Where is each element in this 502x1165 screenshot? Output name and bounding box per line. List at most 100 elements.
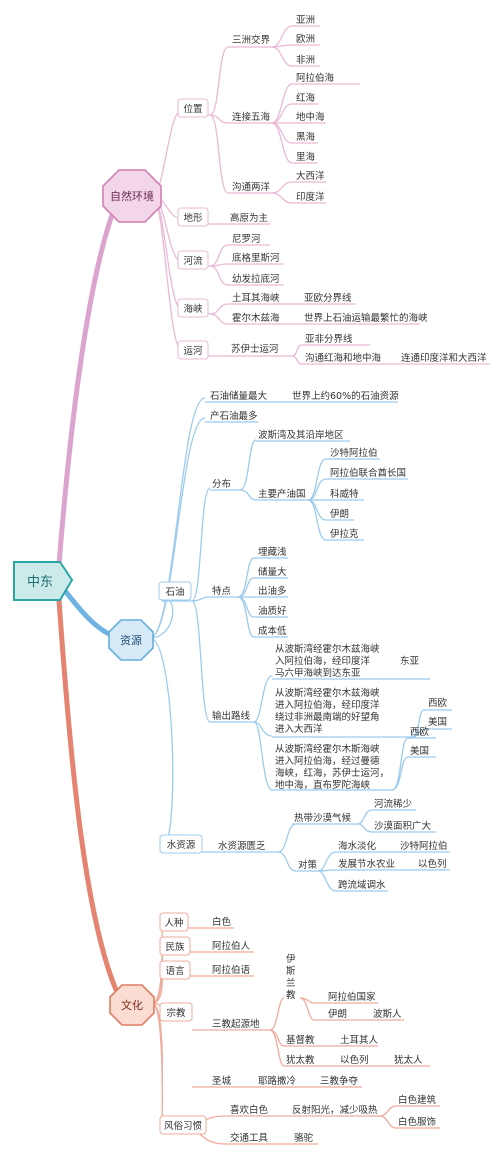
node-白色[interactable]: 白色 xyxy=(212,916,232,928)
node-伊朗-culture[interactable]: 伊朗 xyxy=(328,1008,347,1020)
node-西欧-a[interactable]: 西欧 xyxy=(428,697,448,709)
node-耶路撒冷[interactable]: 耶路撒冷 xyxy=(258,1075,297,1087)
node-特点[interactable]: 特点 xyxy=(212,585,232,597)
node-石油[interactable]: 石油 xyxy=(165,586,184,598)
node-油质好[interactable]: 油质好 xyxy=(258,605,287,617)
node-位置[interactable]: 位置 xyxy=(183,103,202,115)
node-里海[interactable]: 里海 xyxy=(296,151,316,163)
node-水资源匮乏[interactable]: 水资源匮乏 xyxy=(218,840,266,852)
node-霍尔木兹海[interactable]: 霍尔木兹海 xyxy=(232,312,280,324)
node-苏伊士运河[interactable]: 苏伊士运河 xyxy=(231,343,279,355)
node-阿拉伯联合酋长国[interactable]: 阿拉伯联合酋长国 xyxy=(330,467,406,479)
node-分布[interactable]: 分布 xyxy=(212,478,231,490)
node-喜欢白色[interactable]: 喜欢白色 xyxy=(230,1104,269,1116)
node-白色服饰[interactable]: 白色服饰 xyxy=(398,1116,436,1128)
root-node[interactable]: 中东 xyxy=(13,561,74,601)
node-亚欧分界线[interactable]: 亚欧分界线 xyxy=(304,292,352,304)
node-底格里斯河[interactable]: 底格里斯河 xyxy=(232,252,280,264)
node-人种[interactable]: 人种 xyxy=(164,917,183,929)
node-以色列-culture[interactable]: 以色列 xyxy=(340,1054,369,1066)
node-阿拉伯语[interactable]: 阿拉伯语 xyxy=(212,964,251,976)
node-地中海[interactable]: 地中海 xyxy=(296,111,325,123)
node-三洲交界[interactable]: 三洲交界 xyxy=(232,34,271,46)
node-科威特[interactable]: 科威特 xyxy=(330,488,359,500)
node-基督教[interactable]: 基督教 xyxy=(286,1034,315,1046)
node-波斯人[interactable]: 波斯人 xyxy=(373,1008,402,1020)
node-风俗习惯[interactable]: 风俗习惯 xyxy=(164,1120,203,1132)
node-红海[interactable]: 红海 xyxy=(296,92,316,104)
node-发展节水农业[interactable]: 发展节水农业 xyxy=(338,858,395,870)
node-交通工具[interactable]: 交通工具 xyxy=(230,1132,269,1144)
node-非洲[interactable]: 非洲 xyxy=(296,54,315,66)
node-沟通红海和地中海[interactable]: 沟通红海和地中海 xyxy=(305,352,382,364)
branch-nature[interactable]: 自然环境 xyxy=(102,169,162,223)
node-沙漠面积广大[interactable]: 沙漠面积广大 xyxy=(374,820,432,832)
node-石油储量最大[interactable]: 石油储量最大 xyxy=(210,390,268,402)
node-印度洋[interactable]: 印度洋 xyxy=(296,191,325,203)
node-热带沙漠气候[interactable]: 热带沙漠气候 xyxy=(294,812,352,824)
node-东亚[interactable]: 东亚 xyxy=(400,655,420,667)
node-犹太人[interactable]: 犹太人 xyxy=(394,1054,423,1066)
node-宗教[interactable]: 宗教 xyxy=(166,1007,186,1019)
node-欧洲[interactable]: 欧洲 xyxy=(296,33,315,45)
node-民族[interactable]: 民族 xyxy=(165,941,185,953)
node-运河[interactable]: 运河 xyxy=(183,345,203,357)
node-亚洲[interactable]: 亚洲 xyxy=(296,15,315,26)
node-主要产油国[interactable]: 主要产油国 xyxy=(258,488,306,500)
node-尼罗河[interactable]: 尼罗河 xyxy=(232,233,261,245)
node-圣城[interactable]: 圣城 xyxy=(212,1076,232,1087)
node-世界上石油运输最繁忙的海峡[interactable]: 世界上石油运输最繁忙的海峡 xyxy=(304,312,428,324)
node-幼发拉底河[interactable]: 幼发拉底河 xyxy=(232,273,280,285)
node-以色列-resource[interactable]: 以色列 xyxy=(418,858,447,870)
node-美国-a[interactable]: 美国 xyxy=(428,716,447,728)
node-成本低[interactable]: 成本低 xyxy=(258,625,287,637)
node-伊朗[interactable]: 伊朗 xyxy=(330,508,349,520)
node-伊斯兰教-4[interactable]: 教 xyxy=(286,989,296,1001)
node-沙特阿拉伯-2[interactable]: 沙特阿拉伯 xyxy=(400,840,448,852)
node-黑海[interactable]: 黑海 xyxy=(296,131,316,143)
node-地形[interactable]: 地形 xyxy=(183,212,203,224)
branch-culture[interactable]: 文化 xyxy=(109,984,155,1026)
node-伊拉克[interactable]: 伊拉克 xyxy=(330,528,359,540)
node-海水淡化[interactable]: 海水淡化 xyxy=(338,840,377,852)
node-连通印度洋和大西洋[interactable]: 连通印度洋和大西洋 xyxy=(401,352,487,364)
node-大西洋[interactable]: 大西洋 xyxy=(296,170,325,182)
node-河流[interactable]: 河流 xyxy=(183,255,203,267)
node-西欧-b[interactable]: 西欧 xyxy=(410,726,430,738)
node-阿拉伯国家[interactable]: 阿拉伯国家 xyxy=(328,991,376,1003)
node-输出路线[interactable]: 输出路线 xyxy=(212,710,251,722)
node-波斯湾及其沿岸地区[interactable]: 波斯湾及其沿岸地区 xyxy=(258,429,344,441)
node-伊斯兰教-1[interactable]: 伊 xyxy=(286,953,296,965)
node-连接五海[interactable]: 连接五海 xyxy=(232,111,271,123)
node-产石油最多[interactable]: 产石油最多 xyxy=(210,410,258,422)
node-世界上约60%的石油资源[interactable]: 世界上约60%的石油资源 xyxy=(292,390,399,402)
node-阿拉伯海[interactable]: 阿拉伯海 xyxy=(296,72,335,84)
branch-resource[interactable]: 资源 xyxy=(108,619,154,661)
node-跨流域调水[interactable]: 跨流域调水 xyxy=(338,879,386,891)
node-三教起源地[interactable]: 三教起源地 xyxy=(212,1018,260,1030)
node-亚非分界线[interactable]: 亚非分界线 xyxy=(305,333,353,345)
node-美国-b[interactable]: 美国 xyxy=(410,745,429,757)
node-河流稀少[interactable]: 河流稀少 xyxy=(374,798,413,810)
node-土耳其人[interactable]: 土耳其人 xyxy=(340,1034,379,1046)
node-沟通两洋[interactable]: 沟通两洋 xyxy=(232,181,271,193)
node-储量大[interactable]: 储量大 xyxy=(258,566,287,578)
node-海峡[interactable]: 海峡 xyxy=(183,303,203,315)
node-骆驼[interactable]: 骆驼 xyxy=(294,1132,314,1144)
node-反射阳光减少吸热[interactable]: 反射阳光，减少吸热 xyxy=(292,1104,378,1116)
node-伊斯兰教-3[interactable]: 兰 xyxy=(286,977,296,989)
node-埋藏浅[interactable]: 埋藏浅 xyxy=(258,546,287,558)
node-伊斯兰教-2[interactable]: 斯 xyxy=(286,965,296,977)
node-土耳其海峡[interactable]: 土耳其海峡 xyxy=(232,292,280,304)
node-犹太教[interactable]: 犹太教 xyxy=(286,1054,315,1066)
node-水资源[interactable]: 水资源 xyxy=(167,839,196,851)
node-阿拉伯人[interactable]: 阿拉伯人 xyxy=(212,940,251,952)
node-语言[interactable]: 语言 xyxy=(165,965,185,977)
node-对策[interactable]: 对策 xyxy=(298,859,318,871)
node-三教争夺[interactable]: 三教争夺 xyxy=(320,1075,359,1087)
node-沙特阿拉伯[interactable]: 沙特阿拉伯 xyxy=(330,447,378,459)
resource-texts: 石油储量最大 世界上约60%的石油资源 产石油最多 石油 分布 波斯湾及其沿岸地… xyxy=(158,390,448,891)
node-白色建筑[interactable]: 白色建筑 xyxy=(398,1094,437,1106)
node-出油多[interactable]: 出油多 xyxy=(258,585,287,597)
node-高原为主[interactable]: 高原为主 xyxy=(230,212,268,224)
